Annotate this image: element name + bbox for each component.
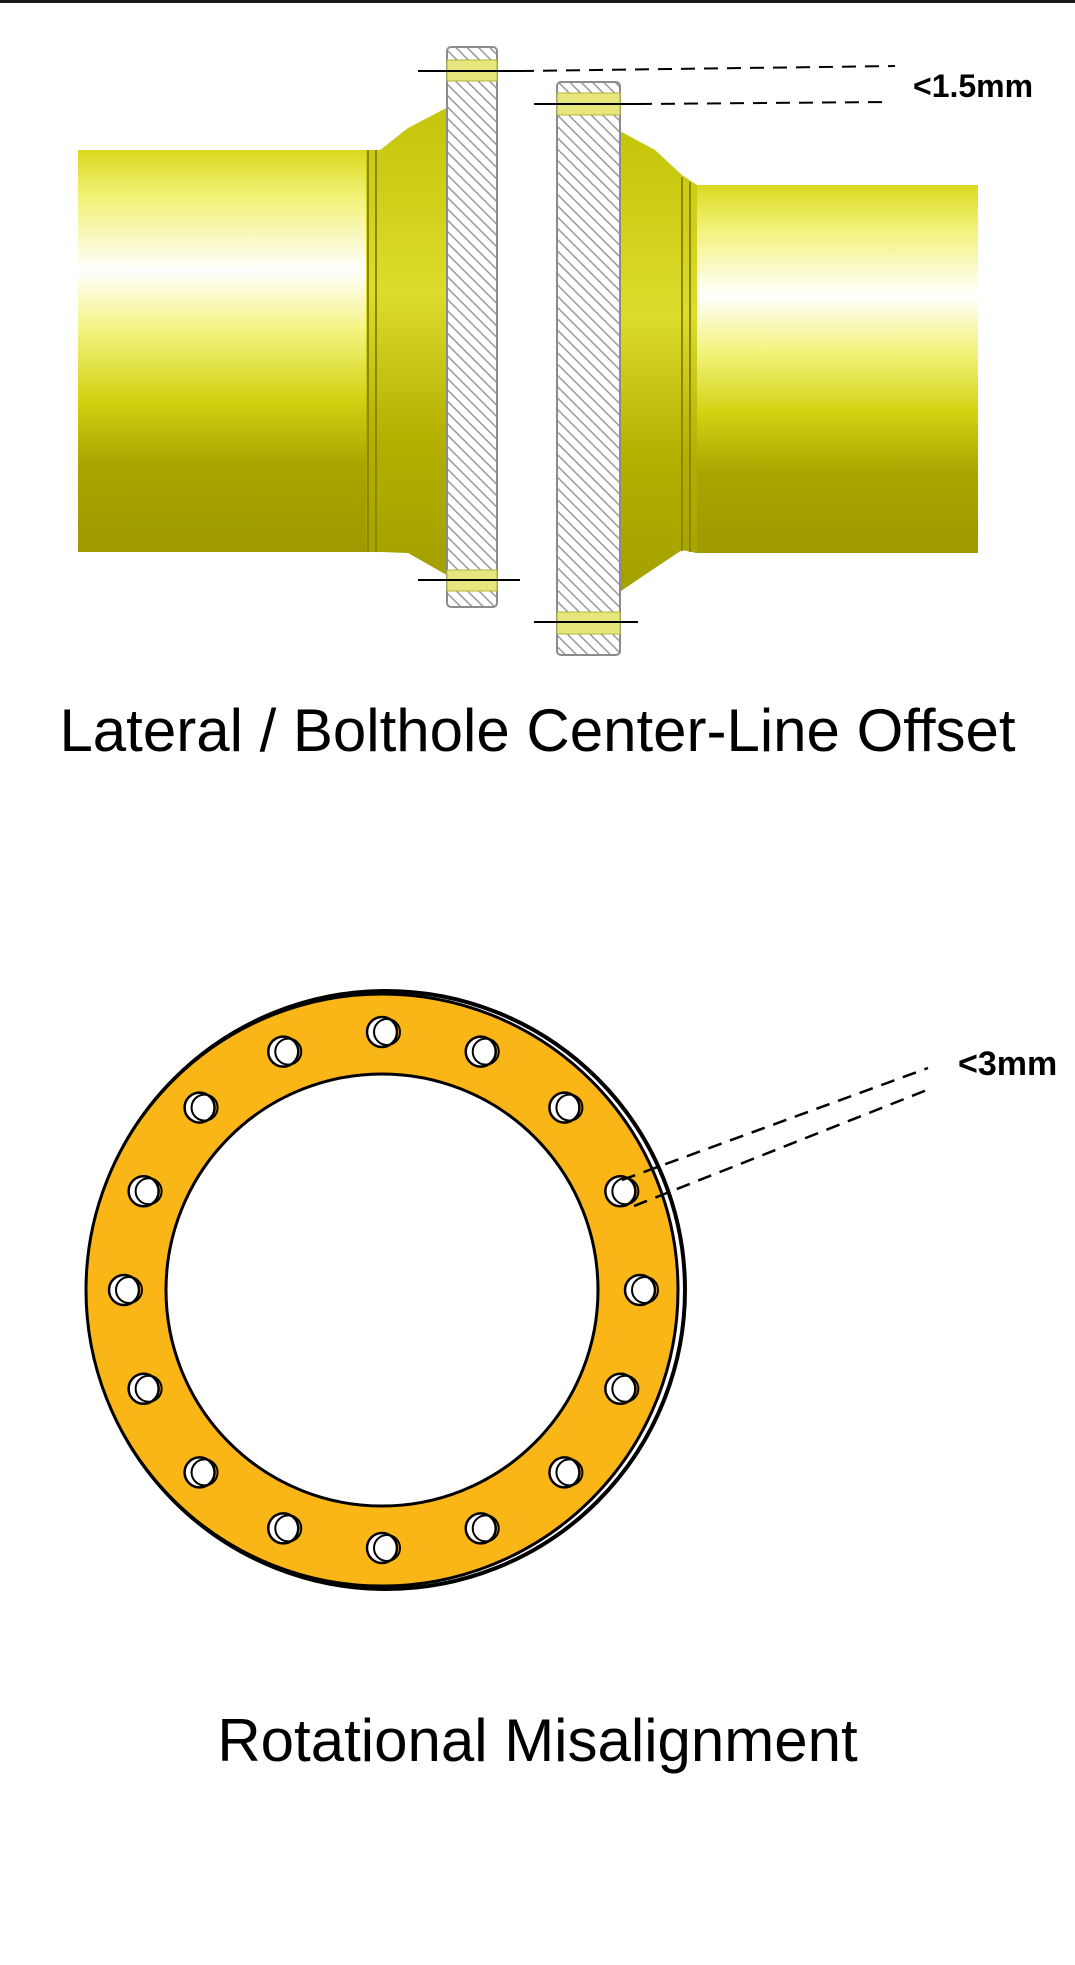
bolt-hole <box>267 1035 303 1068</box>
bolt-hole <box>548 1456 584 1489</box>
left-flange-hub <box>366 105 452 578</box>
bolt-hole <box>604 1372 640 1405</box>
bolt-hole <box>604 1175 640 1208</box>
bolt-hole <box>183 1091 219 1124</box>
rotational-misalignment-caption: Rotational Misalignment <box>217 1707 858 1774</box>
flange-bore <box>164 1072 600 1508</box>
bolt-hole <box>548 1091 584 1124</box>
bolt-hole <box>107 1273 143 1307</box>
rotational-tolerance-label: <3mm <box>958 1045 1057 1083</box>
bolt-hole <box>464 1035 500 1068</box>
rotational-misalignment-diagram: <3mm <box>84 989 1057 1591</box>
bolt-hole <box>267 1512 303 1545</box>
dimension-leader-upper <box>519 65 896 72</box>
lateral-offset-caption: Lateral / Bolthole Center-Line Offset <box>59 697 1016 764</box>
left-pipe <box>78 150 368 552</box>
top-border <box>0 0 1075 3</box>
right-pipe <box>695 185 978 553</box>
bolt-hole <box>183 1456 219 1489</box>
bolt-hole <box>365 1531 401 1565</box>
lateral-tolerance-label: <1.5mm <box>913 68 1033 104</box>
bolt-holes <box>107 1015 659 1565</box>
rotation-leader-upper <box>621 1066 929 1182</box>
bolt-hole <box>127 1175 163 1208</box>
left-flange-section <box>446 46 498 608</box>
bolt-hole <box>623 1273 659 1307</box>
dimension-leader-lower <box>637 101 891 105</box>
rotation-leader-lower <box>633 1086 933 1208</box>
bolt-hole <box>464 1512 500 1545</box>
lateral-offset-diagram: <1.5mm <box>78 46 1033 656</box>
bolt-hole <box>127 1372 163 1405</box>
right-flange-hub <box>618 130 697 593</box>
right-flange-section <box>556 81 621 656</box>
bolt-hole <box>365 1015 401 1049</box>
flange-ring <box>84 989 687 1591</box>
